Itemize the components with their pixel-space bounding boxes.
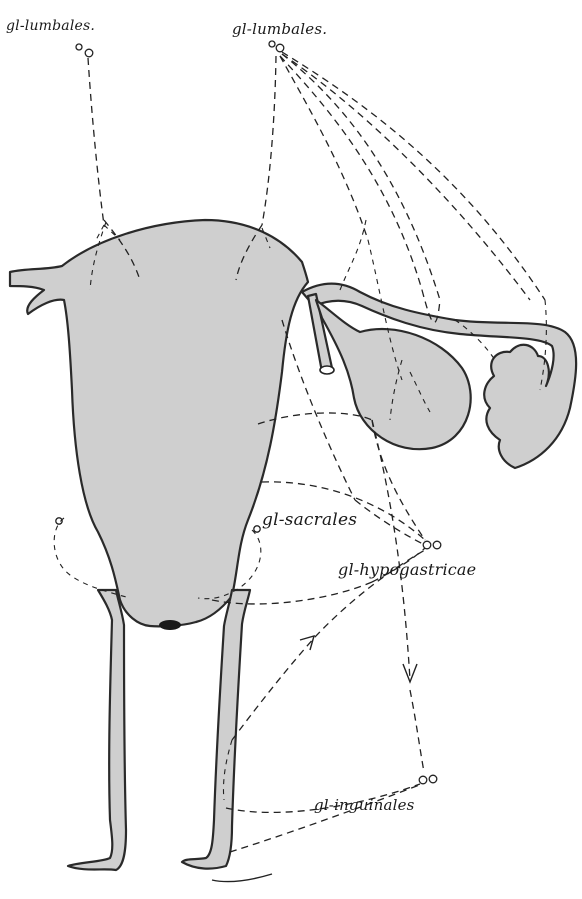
uterus-body — [10, 220, 308, 626]
label-inguinal: gl-inguinales — [314, 796, 415, 814]
ligament-cut-end — [320, 366, 334, 374]
vulva-contour — [212, 874, 272, 882]
label-lumbar-left: gl-lumbales. — [6, 18, 95, 34]
label-lumbar-right: gl-lumbales. — [232, 20, 327, 38]
lumbar-nodes-right — [269, 41, 284, 52]
label-sacral: gl-sacrales — [262, 510, 357, 530]
lumbar-nodes-left — [76, 44, 93, 57]
cervical-os — [159, 620, 181, 630]
hypogastric-nodes — [423, 541, 441, 549]
inguinal-nodes — [419, 775, 437, 784]
vagina-left-wall — [68, 590, 126, 870]
label-hypogastric: gl-hypogastricae — [338, 560, 476, 579]
